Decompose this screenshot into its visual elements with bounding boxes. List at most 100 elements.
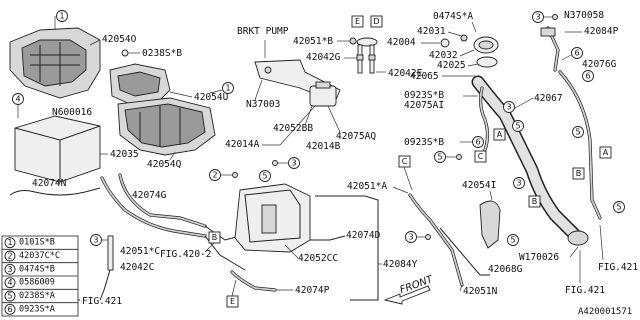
clip-0238SB [121,49,140,57]
legend-callout-number: 6 [7,305,12,314]
svg-text:1: 1 [225,84,230,93]
svg-text:B: B [576,169,582,178]
callout-3-left: 3 [90,234,108,246]
filler-pipe-42067 [471,75,589,246]
callout-4: 4 [12,93,24,118]
filler-cap-42004 [440,34,499,68]
svg-text:E: E [230,297,235,306]
label-0238SB: 0238S*B [142,48,182,59]
callout-5-center: 5 [259,170,271,182]
label-fig421-right: FIG.421 [598,262,638,273]
label-42025: 42025 [437,60,466,71]
legend-part-number: 42037C*C [19,251,60,261]
callout-5-guard: 5 [507,234,519,246]
letter-box-C-mid: C [474,150,487,163]
label-42052CC: 42052CC [298,253,338,264]
label-0923SB-1: 0923S*B [404,90,444,101]
svg-text:5: 5 [262,172,267,181]
svg-text:5: 5 [515,122,520,131]
callout-6-b: 6 [582,70,594,82]
label-fig421-left: FIG.421 [82,296,122,307]
letter-box-E-bottom: E [226,279,239,308]
legend-row: 1 0101S*B [4,237,55,249]
legend-row: 4 0586009 [2,275,78,289]
label-0474SA: 0474S*A [433,11,473,22]
label-42074N: 42074N [32,178,67,189]
label-42035: 42035 [110,149,139,160]
cover-42054O [9,27,101,99]
letter-box-C-left: C [398,155,413,191]
legend-callout-number: 5 [7,292,12,301]
label-42074G: 42074G [132,190,167,201]
label-42052BB: 42052BB [273,123,313,134]
legend-callout-number: 4 [7,278,12,287]
cover-42054U [109,63,171,105]
label-N600016: N600016 [52,107,92,118]
svg-text:B: B [532,197,538,206]
legend-callout-circle [4,263,16,275]
canister-42035 [14,115,101,183]
label-42075AI: 42075AI [404,100,444,111]
label-42051B: 42051*B [293,36,333,47]
label-42004: 42004 [387,37,416,48]
svg-text:6: 6 [585,72,590,81]
label-42032: 42032 [429,50,458,61]
callout-3-pump: 3 [272,157,300,169]
label-42067: 42067 [534,93,563,104]
legend-part-number: 0586009 [19,278,55,288]
front-arrow: FRONT [383,274,435,305]
svg-text:1: 1 [59,12,64,21]
legend-callout-circle [4,237,16,249]
letter-box-B-right: B [572,167,585,180]
legend-part-number: 0923S*A [19,304,55,314]
svg-text:5: 5 [616,203,621,212]
legend-callout-number: 1 [7,238,12,247]
svg-text:2: 2 [212,171,217,180]
label-42074P: 42074P [295,285,330,296]
svg-text:E: E [355,17,360,26]
label-42054O: 42054O [102,34,137,45]
callout-6-a: 6 [561,47,583,61]
callout-3-right-mid: 3 [503,101,515,113]
breather-hose [558,70,602,220]
callout-2: 2 [209,169,238,181]
legend-callout-number: 2 [7,252,12,261]
pipe-42042C [99,235,114,301]
legend-row: 6 0923S*A [2,302,78,315]
callout-1-top: 1 [54,10,68,30]
callout-3-tr: 3 [532,11,558,23]
letter-box-B-mid: B [528,195,541,208]
svg-text:6: 6 [574,49,579,58]
svg-text:4: 4 [15,95,20,104]
svg-text:C: C [402,157,408,166]
letter-box-A-right: A [599,146,612,159]
label-42031: 42031 [417,26,446,37]
callout-6-c: 6 [472,136,484,148]
svg-text:6: 6 [475,138,480,147]
label-W170026: W170026 [519,252,559,263]
svg-text:5: 5 [437,153,442,162]
label-42054U: 42054U [194,92,229,103]
legend-part-number: 0101S*B [19,238,55,248]
svg-text:3: 3 [506,103,511,112]
label-42014B: 42014B [306,141,341,152]
label-42014A: 42014A [225,139,260,150]
tube-42084P [540,26,560,72]
label-42075AQ: 42075AQ [336,131,376,142]
callout-5-right-mid: 5 [512,120,524,132]
callout-1-mid: 1 [209,82,234,94]
label-brkt-pump: BRKT PUMP [237,26,289,37]
pipe-42051N [408,193,464,287]
svg-text:D: D [373,17,379,26]
letter-box-B-left: B [208,231,221,244]
svg-text:3: 3 [93,236,98,245]
letter-box-E-top: E [351,15,364,28]
callout-5-far-right: 5 [613,201,625,213]
legend-callout-circle [4,303,16,315]
callout-5-left-mid: 5 [434,151,462,163]
svg-text:C: C [478,152,484,161]
svg-text:A: A [497,130,503,139]
